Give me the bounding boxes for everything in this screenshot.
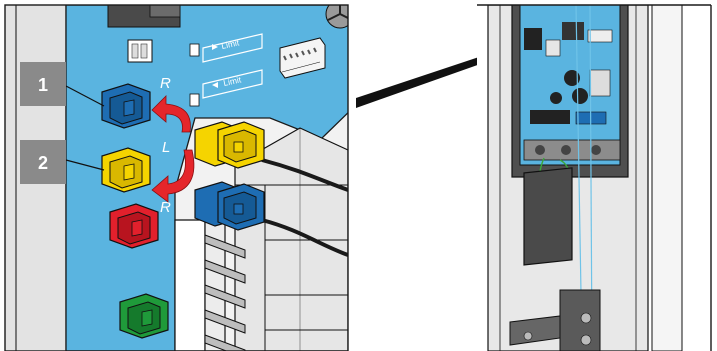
letter-l: L	[162, 139, 170, 156]
socket-green	[120, 294, 168, 338]
callout-1: 1	[20, 62, 66, 106]
side-profile	[652, 5, 682, 351]
socket-blue-r	[102, 84, 150, 128]
detail-panel: Limit Limit R L R	[5, 0, 356, 351]
callout-2-number: 2	[38, 153, 48, 173]
callout-1-number: 1	[38, 75, 48, 95]
access-panel	[524, 168, 572, 265]
callout-2: 2	[20, 140, 66, 184]
control-box	[512, 5, 628, 187]
letter-r-lower: R	[160, 199, 171, 216]
letter-r: R	[160, 75, 171, 92]
terminal-block	[128, 40, 152, 62]
connector-housing	[175, 210, 225, 351]
fan-icon	[326, 0, 354, 28]
socket-red	[110, 204, 158, 248]
overview-panel	[477, 5, 711, 351]
socket-yellow-l	[102, 148, 150, 192]
connector-yellow-plugged	[195, 122, 264, 168]
